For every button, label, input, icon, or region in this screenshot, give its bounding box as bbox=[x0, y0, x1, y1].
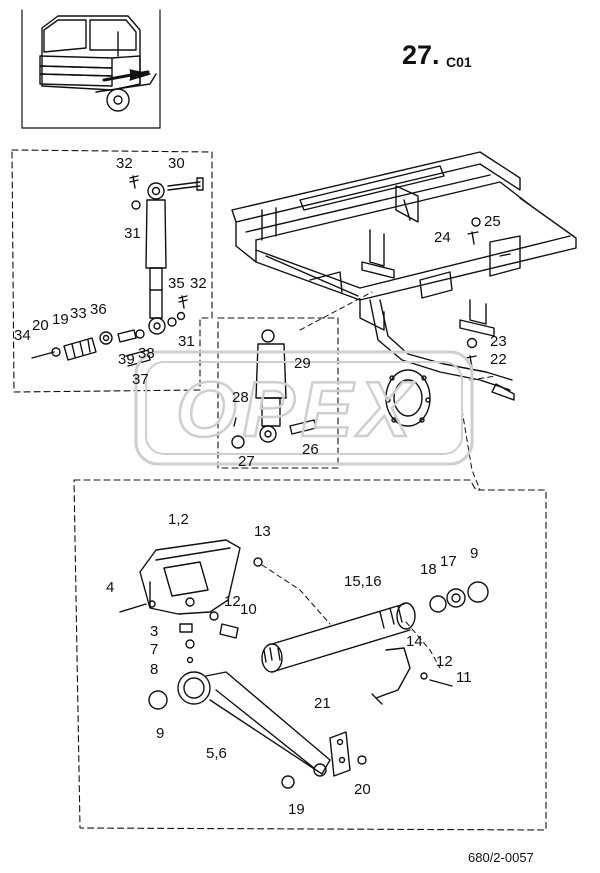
label-7: 7 bbox=[150, 641, 158, 658]
label-9a: 9 bbox=[470, 545, 478, 562]
label-31b: 31 bbox=[178, 333, 195, 350]
label-13: 13 bbox=[254, 523, 271, 540]
label-12c: 12 bbox=[436, 653, 453, 670]
label-30: 32 bbox=[116, 155, 133, 172]
splined-shaft bbox=[261, 564, 489, 705]
label-32b: 32 bbox=[190, 275, 207, 292]
label-14: 14 bbox=[406, 633, 423, 650]
label-28: 28 bbox=[232, 389, 249, 406]
pedal-group-box bbox=[73, 479, 547, 831]
shock-absorber-group-box bbox=[11, 149, 213, 393]
label-10: 10 bbox=[240, 601, 257, 618]
label-37: 37 bbox=[132, 371, 149, 388]
label-25: 25 bbox=[484, 213, 501, 230]
cab-thumbnail bbox=[21, 9, 161, 129]
watermark-text: OPEX bbox=[176, 365, 417, 453]
section-code: C01 bbox=[446, 54, 472, 70]
label-29: 29 bbox=[294, 355, 311, 372]
bracket-assembly bbox=[119, 539, 263, 664]
shock-absorber-center bbox=[231, 329, 317, 449]
label-3: 3 bbox=[150, 623, 158, 640]
label-1-2: 1,2 bbox=[168, 511, 189, 528]
label-31: 31 bbox=[124, 225, 141, 242]
label-38: 38 bbox=[138, 345, 155, 362]
label-26: 26 bbox=[302, 441, 319, 458]
label-4: 4 bbox=[106, 579, 114, 596]
chassis-frame bbox=[231, 151, 577, 491]
label-5-6: 5,6 bbox=[206, 745, 227, 762]
section-number: 27. bbox=[402, 40, 440, 70]
label-17: 17 bbox=[440, 553, 457, 570]
label-12b: 12 bbox=[224, 593, 241, 610]
center-shock-group-box bbox=[217, 317, 339, 469]
label-19b: 19 bbox=[288, 801, 305, 818]
label-20b: 20 bbox=[354, 781, 371, 798]
part-labels: 32 30 31 35 32 31 34 20 19 33 36 39 38 3… bbox=[14, 155, 507, 818]
label-30b: 30 bbox=[168, 155, 185, 172]
label-35: 35 bbox=[168, 275, 185, 292]
label-33: 33 bbox=[70, 305, 87, 322]
label-24: 24 bbox=[434, 229, 451, 246]
pedal-arm bbox=[148, 671, 367, 789]
label-20a: 20 bbox=[32, 317, 49, 334]
label-15-16: 15,16 bbox=[344, 573, 382, 590]
label-21: 21 bbox=[314, 695, 331, 712]
label-23: 23 bbox=[490, 333, 507, 350]
label-34: 34 bbox=[14, 327, 31, 344]
label-9b: 9 bbox=[156, 725, 164, 742]
label-8: 8 bbox=[150, 661, 158, 678]
watermark-logo: OPEX bbox=[134, 350, 474, 466]
label-11: 11 bbox=[456, 669, 472, 686]
label-39: 39 bbox=[118, 351, 135, 368]
shock-absorber-left bbox=[129, 175, 204, 335]
label-18: 18 bbox=[420, 561, 437, 578]
label-36: 36 bbox=[90, 301, 107, 318]
label-19a: 19 bbox=[52, 311, 69, 328]
drawing-reference: 680/2-0057 bbox=[468, 850, 534, 865]
label-27: 27 bbox=[238, 453, 255, 470]
label-22: 22 bbox=[490, 351, 507, 368]
